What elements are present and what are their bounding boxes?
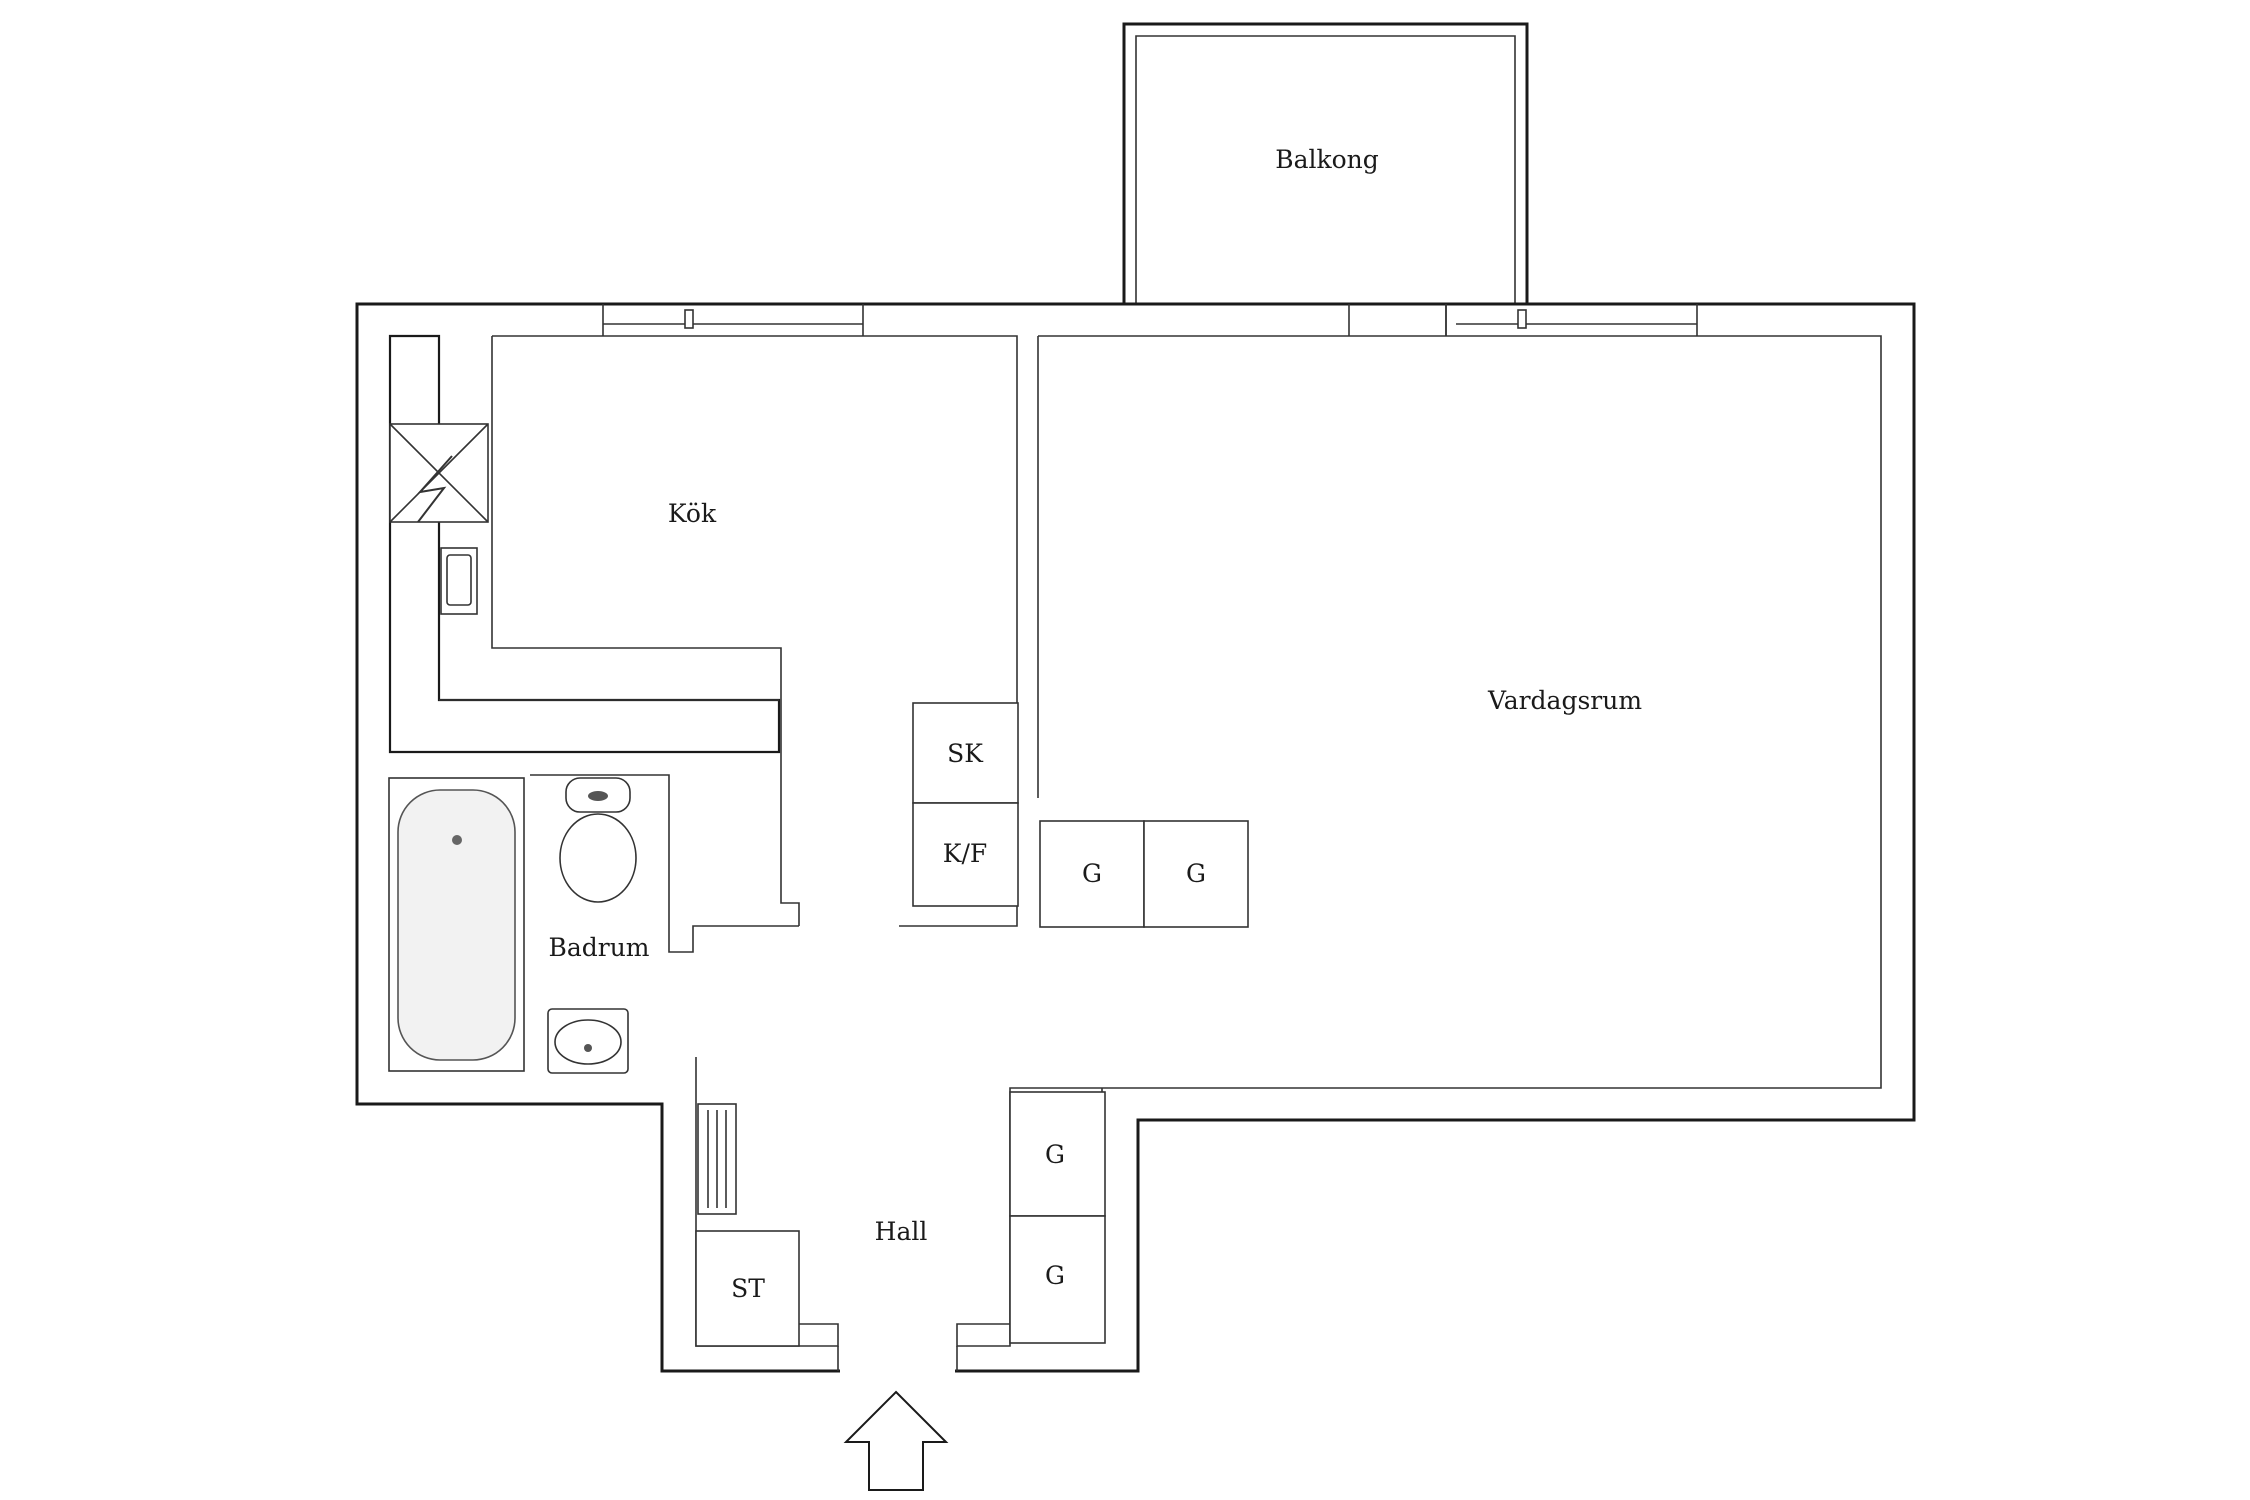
kitchen-outline [491,335,1018,927]
toilet-icon [559,777,637,903]
fixture-label-g-hall-2: G [1045,1261,1065,1290]
fixture-label-sk: SK [947,739,984,768]
window-living-room [1445,304,1698,336]
room-label-kok: Kök [668,499,717,528]
pantry-box [912,702,1019,804]
cleaning-cabinet-box [695,1230,800,1347]
fixture-label-g-hall-1: G [1045,1140,1065,1169]
radiator-icon [697,1103,737,1215]
bathtub-icon [388,777,525,1072]
room-label-hall: Hall [875,1217,928,1246]
fridge-freezer-box [912,802,1019,907]
room-label-balkong: Balkong [1275,145,1379,174]
kitchen-counter [388,334,781,754]
entrance-door [837,1346,958,1371]
fixture-label-g-living-2: G [1186,859,1206,888]
outer-wall [355,302,1916,1373]
fixture-label-g-living-1: G [1082,859,1102,888]
living-closets [1039,820,1249,928]
fixture-label-st: ST [731,1274,765,1303]
kitchen-sink-icon [440,547,478,615]
room-label-badrum: Badrum [548,933,649,962]
washbasin-icon [547,1008,629,1074]
stove-icon [389,423,489,523]
room-label-vardagsrum: Vardagsrum [1487,686,1642,715]
window-kitchen [602,304,864,336]
hall-closets [1009,1091,1106,1344]
entrance-arrow-icon [843,1390,949,1491]
fixture-label-kf: K/F [943,839,987,868]
balcony-door [1348,304,1447,336]
